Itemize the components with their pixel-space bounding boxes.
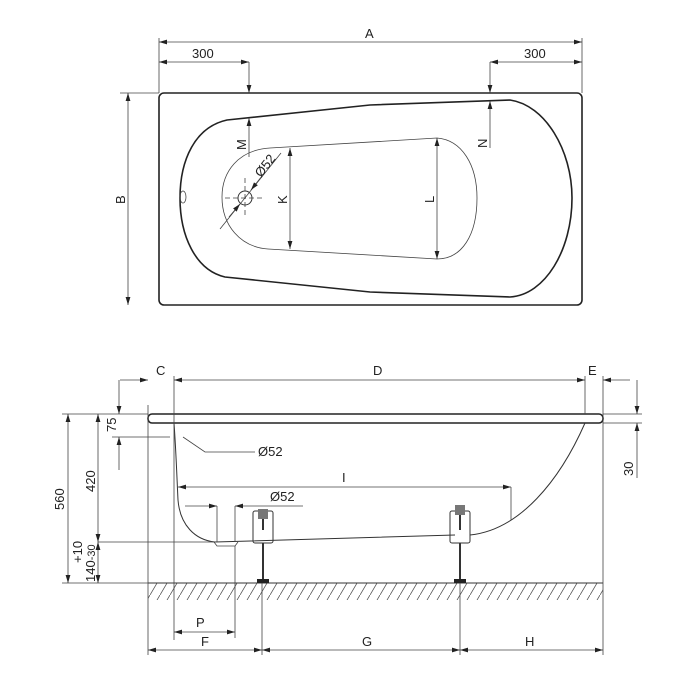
dim-P-label: P [196, 615, 205, 630]
dim-H-label: H [525, 634, 534, 649]
foot-right [449, 505, 471, 583]
drain-diameter-label: Ø52 [252, 151, 279, 180]
dim-I-label: I [342, 470, 346, 485]
dim-D-label: D [373, 363, 382, 378]
depth-420-label: 420 [83, 470, 98, 492]
basin-floor [221, 137, 478, 260]
inner-rim [179, 99, 573, 298]
leg-tolerance-minus: -30 [86, 544, 98, 560]
dim-G-label: G [362, 634, 372, 649]
dim-N-label: N [475, 139, 490, 148]
dim-K-label: K [275, 195, 290, 204]
tub-rim [147, 413, 604, 424]
dim-L-label: L [422, 196, 437, 203]
rim-depth-75-label: 75 [104, 418, 119, 432]
dim-C-label: C [156, 363, 165, 378]
height-560-label: 560 [52, 488, 67, 510]
leg-height-140-label: 140-30 [83, 544, 98, 582]
leg-tolerance-plus: +10 [70, 541, 85, 563]
dim-F-label: F [201, 634, 209, 649]
waste-drain [213, 506, 239, 547]
dim-A-label: A [365, 26, 374, 41]
foot-left [252, 509, 274, 583]
tub-outline [158, 92, 583, 306]
top-view: Ø52 A 300 300 M N B K L [113, 26, 583, 306]
overflow-icon [179, 190, 187, 204]
tub-body [173, 422, 586, 543]
left-300-label: 300 [192, 46, 214, 61]
floor-hatch [148, 583, 603, 600]
dim-M-label: M [234, 139, 249, 150]
dim-E-label: E [588, 363, 597, 378]
side-view: C D E 560 75 420 140-30 +10 30 Ø52 I Ø52… [52, 363, 642, 655]
rim-thickness-30-label: 30 [621, 462, 636, 476]
drain-diameter-label: Ø52 [270, 489, 295, 504]
dim-B-label: B [113, 195, 128, 204]
overflow-diameter-label: Ø52 [258, 444, 283, 459]
right-300-label: 300 [524, 46, 546, 61]
